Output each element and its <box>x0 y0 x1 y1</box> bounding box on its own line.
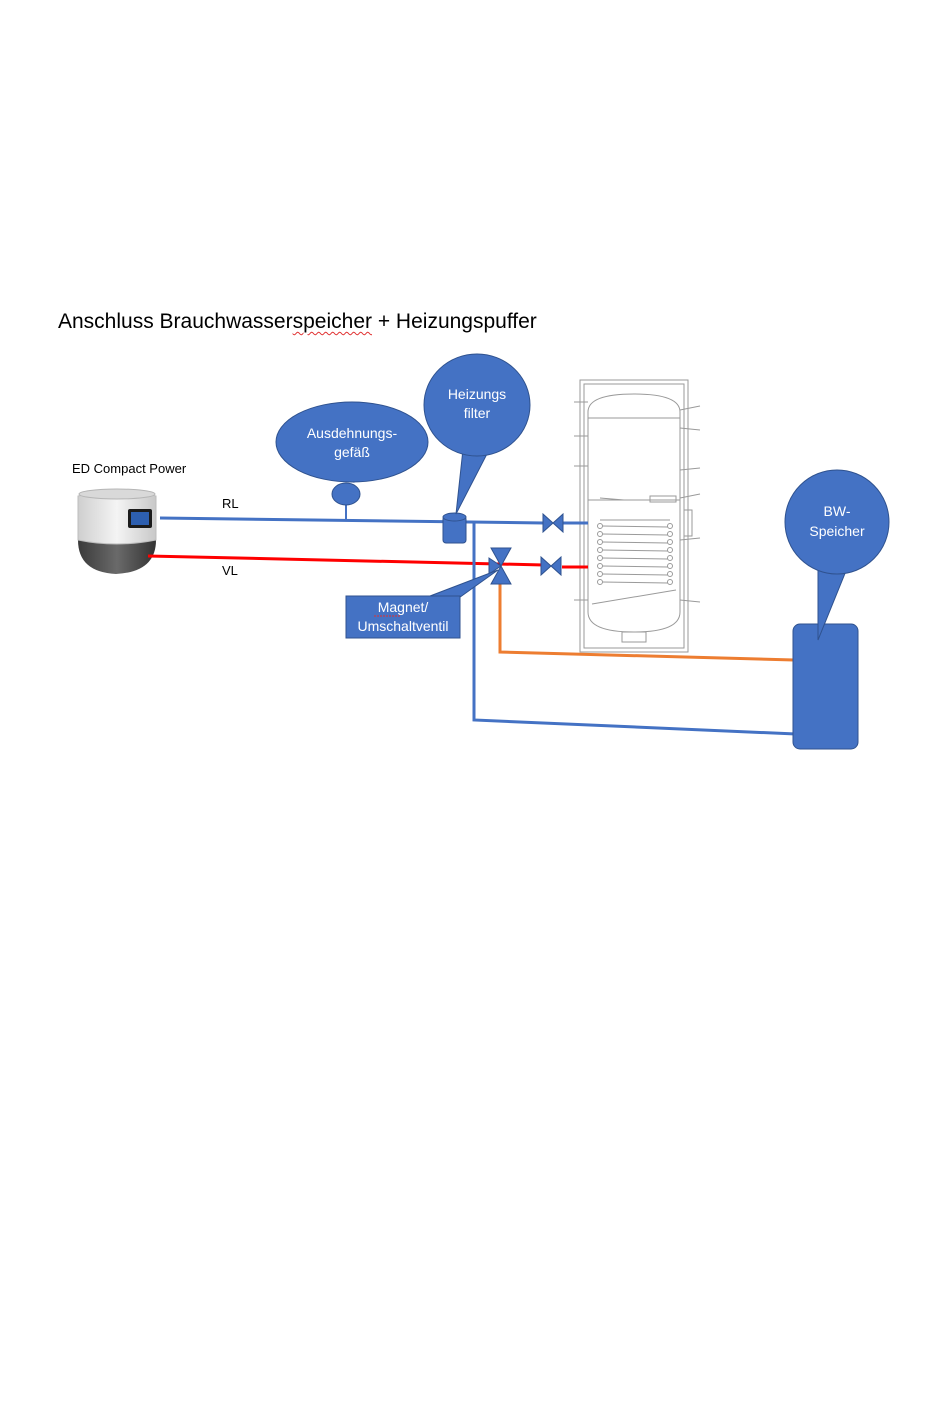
dhw-tank-callout[interactable]: BW- Speicher <box>785 470 889 640</box>
coil-loop <box>598 572 603 577</box>
coil-loop <box>598 564 603 569</box>
dhw-storage-tank <box>793 624 858 749</box>
shutoff-valve-return <box>543 514 563 532</box>
return-pipe <box>160 518 544 523</box>
coil-row <box>602 574 668 575</box>
flow-pipe <box>148 556 544 565</box>
valve-callout-line2: Umschaltventil <box>357 618 448 634</box>
tank-port-7 <box>680 468 700 470</box>
dhw-callout-line2: Speicher <box>809 523 865 539</box>
tank-port-10 <box>680 600 700 602</box>
heat-pump-lid <box>79 489 155 499</box>
coil-loop <box>668 548 673 553</box>
heat-pump-label: ED Compact Power <box>72 461 187 476</box>
coil-loop <box>598 548 603 553</box>
tank-port-9 <box>680 538 700 540</box>
expansion-callout-line1: Ausdehnungs- <box>307 425 398 441</box>
coil-row <box>602 558 668 559</box>
heat-pump-display-screen <box>131 512 149 525</box>
coil-loop <box>598 556 603 561</box>
coil-row <box>602 526 668 527</box>
coil-loop <box>598 580 603 585</box>
valve-return-icon <box>543 514 563 532</box>
valve-callout-line1: Magnet/ <box>378 599 429 615</box>
filter-callout-line2: filter <box>464 405 491 421</box>
filter-cap <box>443 513 466 521</box>
tank-coil <box>598 524 673 585</box>
switching-valve <box>489 548 511 584</box>
coil-loop <box>668 556 673 561</box>
tank-outer-frame <box>580 380 688 652</box>
tank-vessel <box>588 394 680 632</box>
valve-flow-icon <box>541 557 561 575</box>
coil-row <box>602 542 668 543</box>
tank-foot <box>622 632 646 642</box>
expansion-callout-line2: gefäß <box>334 444 370 460</box>
tank-heater-rod <box>650 496 676 502</box>
buffer-tank-drawing <box>574 380 700 652</box>
coil-row <box>602 566 668 567</box>
heating-filter-callout[interactable]: Heizungs filter <box>424 354 530 514</box>
flow-line-label: VL <box>222 563 238 578</box>
coil-loop <box>668 564 673 569</box>
shutoff-valve-flow <box>541 557 561 575</box>
expansion-callout-bubble <box>276 402 428 482</box>
coil-loop <box>598 532 603 537</box>
return-line-label: RL <box>222 496 239 511</box>
coil-loop <box>668 540 673 545</box>
tank-inner-frame <box>584 384 684 648</box>
coil-row <box>602 534 668 535</box>
heating-filter <box>443 513 466 543</box>
coil-row <box>602 582 668 583</box>
dhw-return-pipe <box>474 522 796 734</box>
coil-loop <box>668 532 673 537</box>
expansion-vessel-callout[interactable]: Ausdehnungs- gefäß <box>276 402 428 482</box>
tank-port-8 <box>680 494 700 498</box>
coil-loop <box>668 572 673 577</box>
dhw-callout-bubble <box>785 470 889 574</box>
tank-port-6 <box>680 428 700 430</box>
coil-row <box>602 550 668 551</box>
dhw-callout-line1: BW- <box>824 503 851 519</box>
coil-loop <box>668 580 673 585</box>
coil-loop <box>668 524 673 529</box>
coil-loop <box>598 540 603 545</box>
pipes <box>148 505 796 734</box>
tank-coil-return <box>592 590 676 604</box>
expansion-vessel <box>332 483 360 505</box>
filter-callout-line1: Heizungs <box>448 386 506 402</box>
tank-port-5 <box>680 406 700 410</box>
coil-loop <box>598 524 603 529</box>
